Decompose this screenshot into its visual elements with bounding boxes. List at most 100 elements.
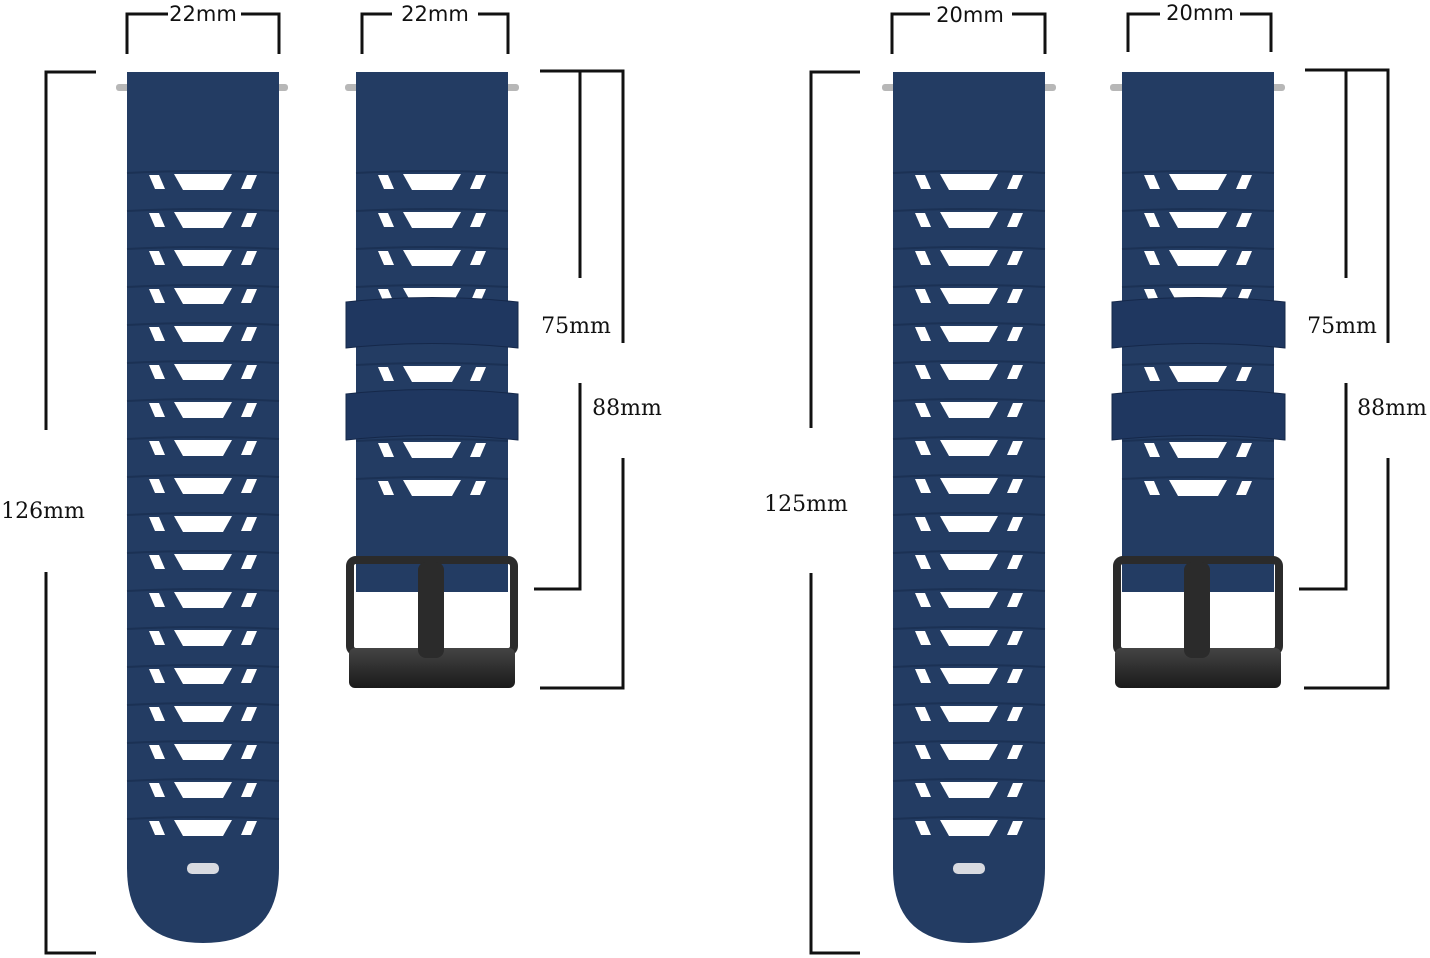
vent-hole-side bbox=[378, 367, 394, 381]
vent-hole-center bbox=[940, 402, 998, 418]
hole-row bbox=[126, 626, 280, 646]
hole-row bbox=[126, 322, 280, 342]
vent-hole-side bbox=[241, 213, 257, 227]
vent-hole-center bbox=[940, 478, 998, 494]
vent-hole-side bbox=[241, 669, 257, 683]
short-strap-20mm bbox=[1110, 72, 1286, 688]
vent-hole-center bbox=[940, 174, 998, 190]
vent-hole-side bbox=[149, 821, 165, 835]
vent-hole-center bbox=[940, 516, 998, 532]
vent-hole-side bbox=[470, 481, 486, 495]
vent-hole-center bbox=[940, 326, 998, 342]
vent-hole-side bbox=[241, 403, 257, 417]
set-20mm: 20mm 20mm 125mm 75mm 88mm bbox=[764, 1, 1427, 955]
vent-hole-side bbox=[1144, 443, 1160, 457]
vent-hole-side bbox=[470, 443, 486, 457]
vent-hole-side bbox=[149, 213, 165, 227]
hole-row bbox=[355, 246, 509, 266]
end-slot bbox=[953, 863, 985, 874]
long-strap-22mm bbox=[116, 72, 288, 943]
hole-row bbox=[126, 170, 280, 190]
vent-hole-side bbox=[241, 745, 257, 759]
vent-hole-side bbox=[1236, 481, 1252, 495]
vent-hole-side bbox=[241, 593, 257, 607]
hole-row bbox=[126, 284, 280, 304]
hole-row bbox=[892, 816, 1046, 836]
length-bracket-short-inner-20: 75mm bbox=[1299, 68, 1377, 591]
vent-hole-side bbox=[1007, 479, 1023, 493]
set-22mm: 22mm 22mm 126mm 75mm 88mm bbox=[1, 2, 662, 955]
vent-hole-center bbox=[1169, 480, 1227, 496]
label-short-inner: 75mm bbox=[1307, 314, 1377, 339]
vent-hole-side bbox=[241, 783, 257, 797]
vent-hole-side bbox=[149, 631, 165, 645]
vent-hole-side bbox=[1007, 593, 1023, 607]
hole-row bbox=[892, 512, 1046, 532]
vent-hole-side bbox=[378, 251, 394, 265]
vent-hole-side bbox=[915, 593, 931, 607]
hole-row bbox=[355, 476, 509, 496]
hole-row bbox=[892, 778, 1046, 798]
vent-hole-side bbox=[149, 441, 165, 455]
vent-hole-center bbox=[174, 706, 232, 722]
vent-hole-center bbox=[1169, 174, 1227, 190]
vent-hole-center bbox=[403, 480, 461, 496]
vent-hole-center bbox=[940, 554, 998, 570]
label-short-total: 88mm bbox=[1357, 396, 1427, 421]
vent-hole-side bbox=[149, 669, 165, 683]
vent-hole-side bbox=[241, 441, 257, 455]
vent-hole-center bbox=[940, 288, 998, 304]
vent-hole-side bbox=[1007, 213, 1023, 227]
vent-hole-center bbox=[403, 174, 461, 190]
vent-hole-center bbox=[940, 212, 998, 228]
hole-row bbox=[892, 436, 1046, 456]
hole-row bbox=[1121, 246, 1275, 266]
vent-hole-side bbox=[1007, 783, 1023, 797]
vent-hole-center bbox=[940, 706, 998, 722]
vent-hole-side bbox=[915, 631, 931, 645]
vent-hole-side bbox=[149, 707, 165, 721]
vent-hole-side bbox=[915, 289, 931, 303]
vent-hole-center bbox=[1169, 366, 1227, 382]
hole-row bbox=[355, 438, 509, 458]
hole-row bbox=[126, 398, 280, 418]
label-long-length: 126mm bbox=[1, 499, 85, 524]
hole-row bbox=[126, 740, 280, 760]
vent-hole-center bbox=[174, 402, 232, 418]
hole-row bbox=[126, 588, 280, 608]
vent-hole-side bbox=[915, 403, 931, 417]
vent-hole-side bbox=[1007, 669, 1023, 683]
label-short-width: 22mm bbox=[401, 2, 469, 26]
vent-hole-center bbox=[1169, 442, 1227, 458]
vent-hole-side bbox=[149, 327, 165, 341]
vent-hole-side bbox=[1144, 367, 1160, 381]
hole-row bbox=[355, 170, 509, 190]
vent-hole-side bbox=[1144, 213, 1160, 227]
vent-hole-center bbox=[940, 782, 998, 798]
hole-row bbox=[1121, 208, 1275, 228]
hole-row bbox=[892, 322, 1046, 342]
hole-row bbox=[892, 702, 1046, 722]
vent-hole-side bbox=[915, 745, 931, 759]
vent-hole-side bbox=[1007, 821, 1023, 835]
label-short-total: 88mm bbox=[592, 396, 662, 421]
vent-hole-center bbox=[940, 630, 998, 646]
keeper-loop-1 bbox=[1111, 297, 1286, 349]
vent-hole-side bbox=[1007, 631, 1023, 645]
hole-row bbox=[126, 550, 280, 570]
vent-hole-side bbox=[149, 517, 165, 531]
vent-hole-side bbox=[915, 365, 931, 379]
hole-row bbox=[1121, 362, 1275, 382]
end-slot bbox=[187, 863, 219, 874]
vent-hole-center bbox=[940, 440, 998, 456]
hole-row bbox=[892, 284, 1046, 304]
vent-hole-side bbox=[1236, 251, 1252, 265]
vent-hole-side bbox=[915, 707, 931, 721]
length-bracket-short-total-20: 88mm bbox=[1304, 68, 1427, 690]
label-long-length: 125mm bbox=[764, 492, 848, 517]
vent-hole-side bbox=[1007, 441, 1023, 455]
vent-hole-side bbox=[915, 327, 931, 341]
vent-hole-center bbox=[940, 820, 998, 836]
long-strap-holes bbox=[892, 170, 1046, 836]
vent-hole-center bbox=[403, 250, 461, 266]
